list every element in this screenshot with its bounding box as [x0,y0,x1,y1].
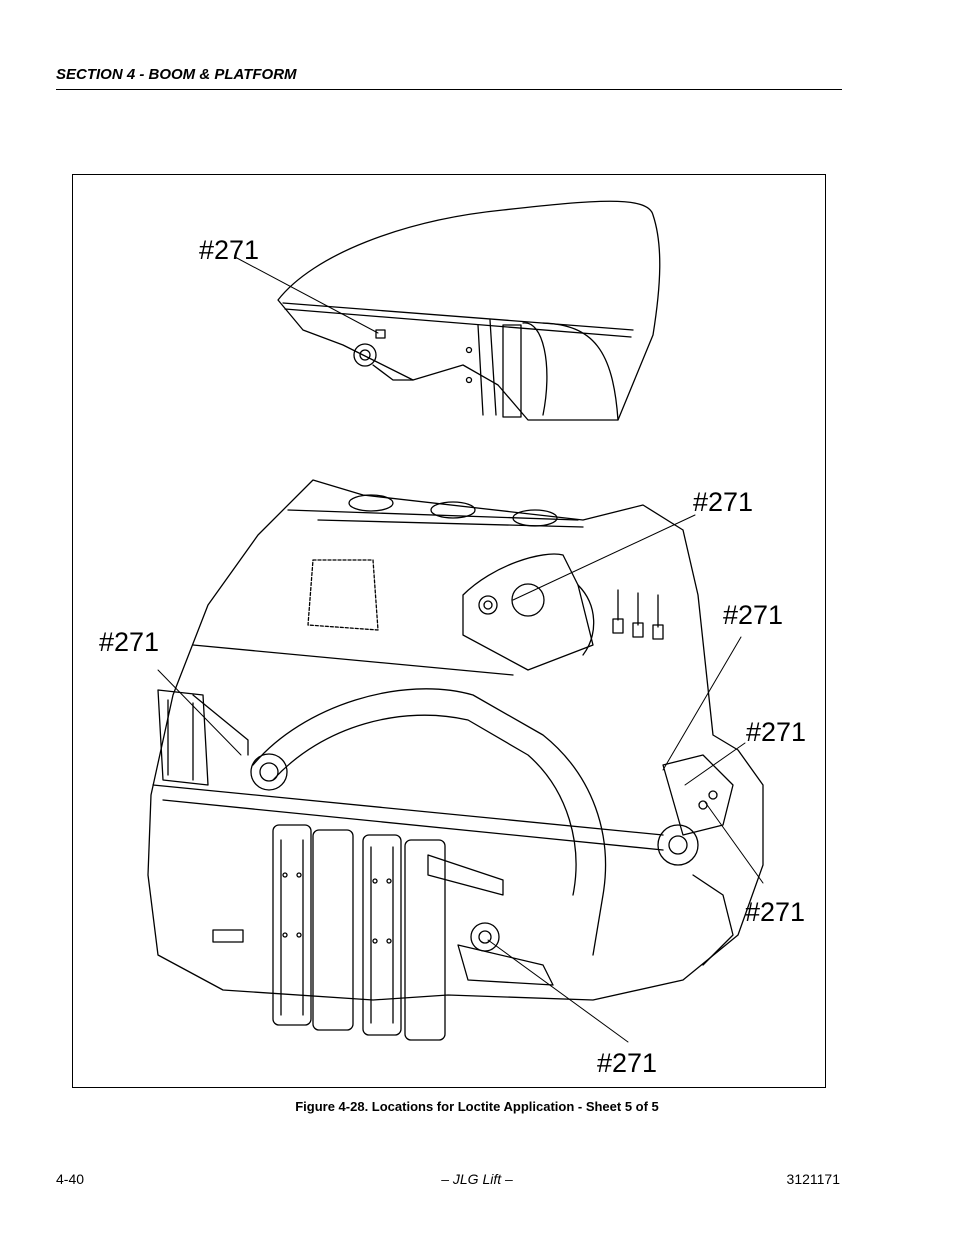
section-header: SECTION 4 - BOOM & PLATFORM [56,66,297,83]
header-rule [56,89,842,90]
callout-loctite-right-fittings: #271 [723,600,784,630]
leader-lines [157,256,764,1043]
figure-frame: #271 #271 #271 #271 #271 #271 #271 [72,174,826,1088]
document-number: 3121171 [786,1171,840,1187]
figure-caption: Figure 4-28. Locations for Loctite Appli… [295,1099,659,1114]
callout-loctite-right-lower: #271 [745,897,806,927]
callout-loctite-top: #271 [199,235,260,265]
callout-loctite-right-bracket: #271 [746,717,807,747]
footer-brand: – JLG Lift – [441,1171,513,1187]
callout-loctite-left: #271 [99,627,160,657]
callout-loctite-bottom: #271 [597,1048,658,1078]
callout-loctite-upper-right: #271 [693,487,754,517]
boom-platform-drawing [147,200,764,1043]
page-number: 4-40 [56,1171,85,1187]
platform-support [147,479,764,1041]
